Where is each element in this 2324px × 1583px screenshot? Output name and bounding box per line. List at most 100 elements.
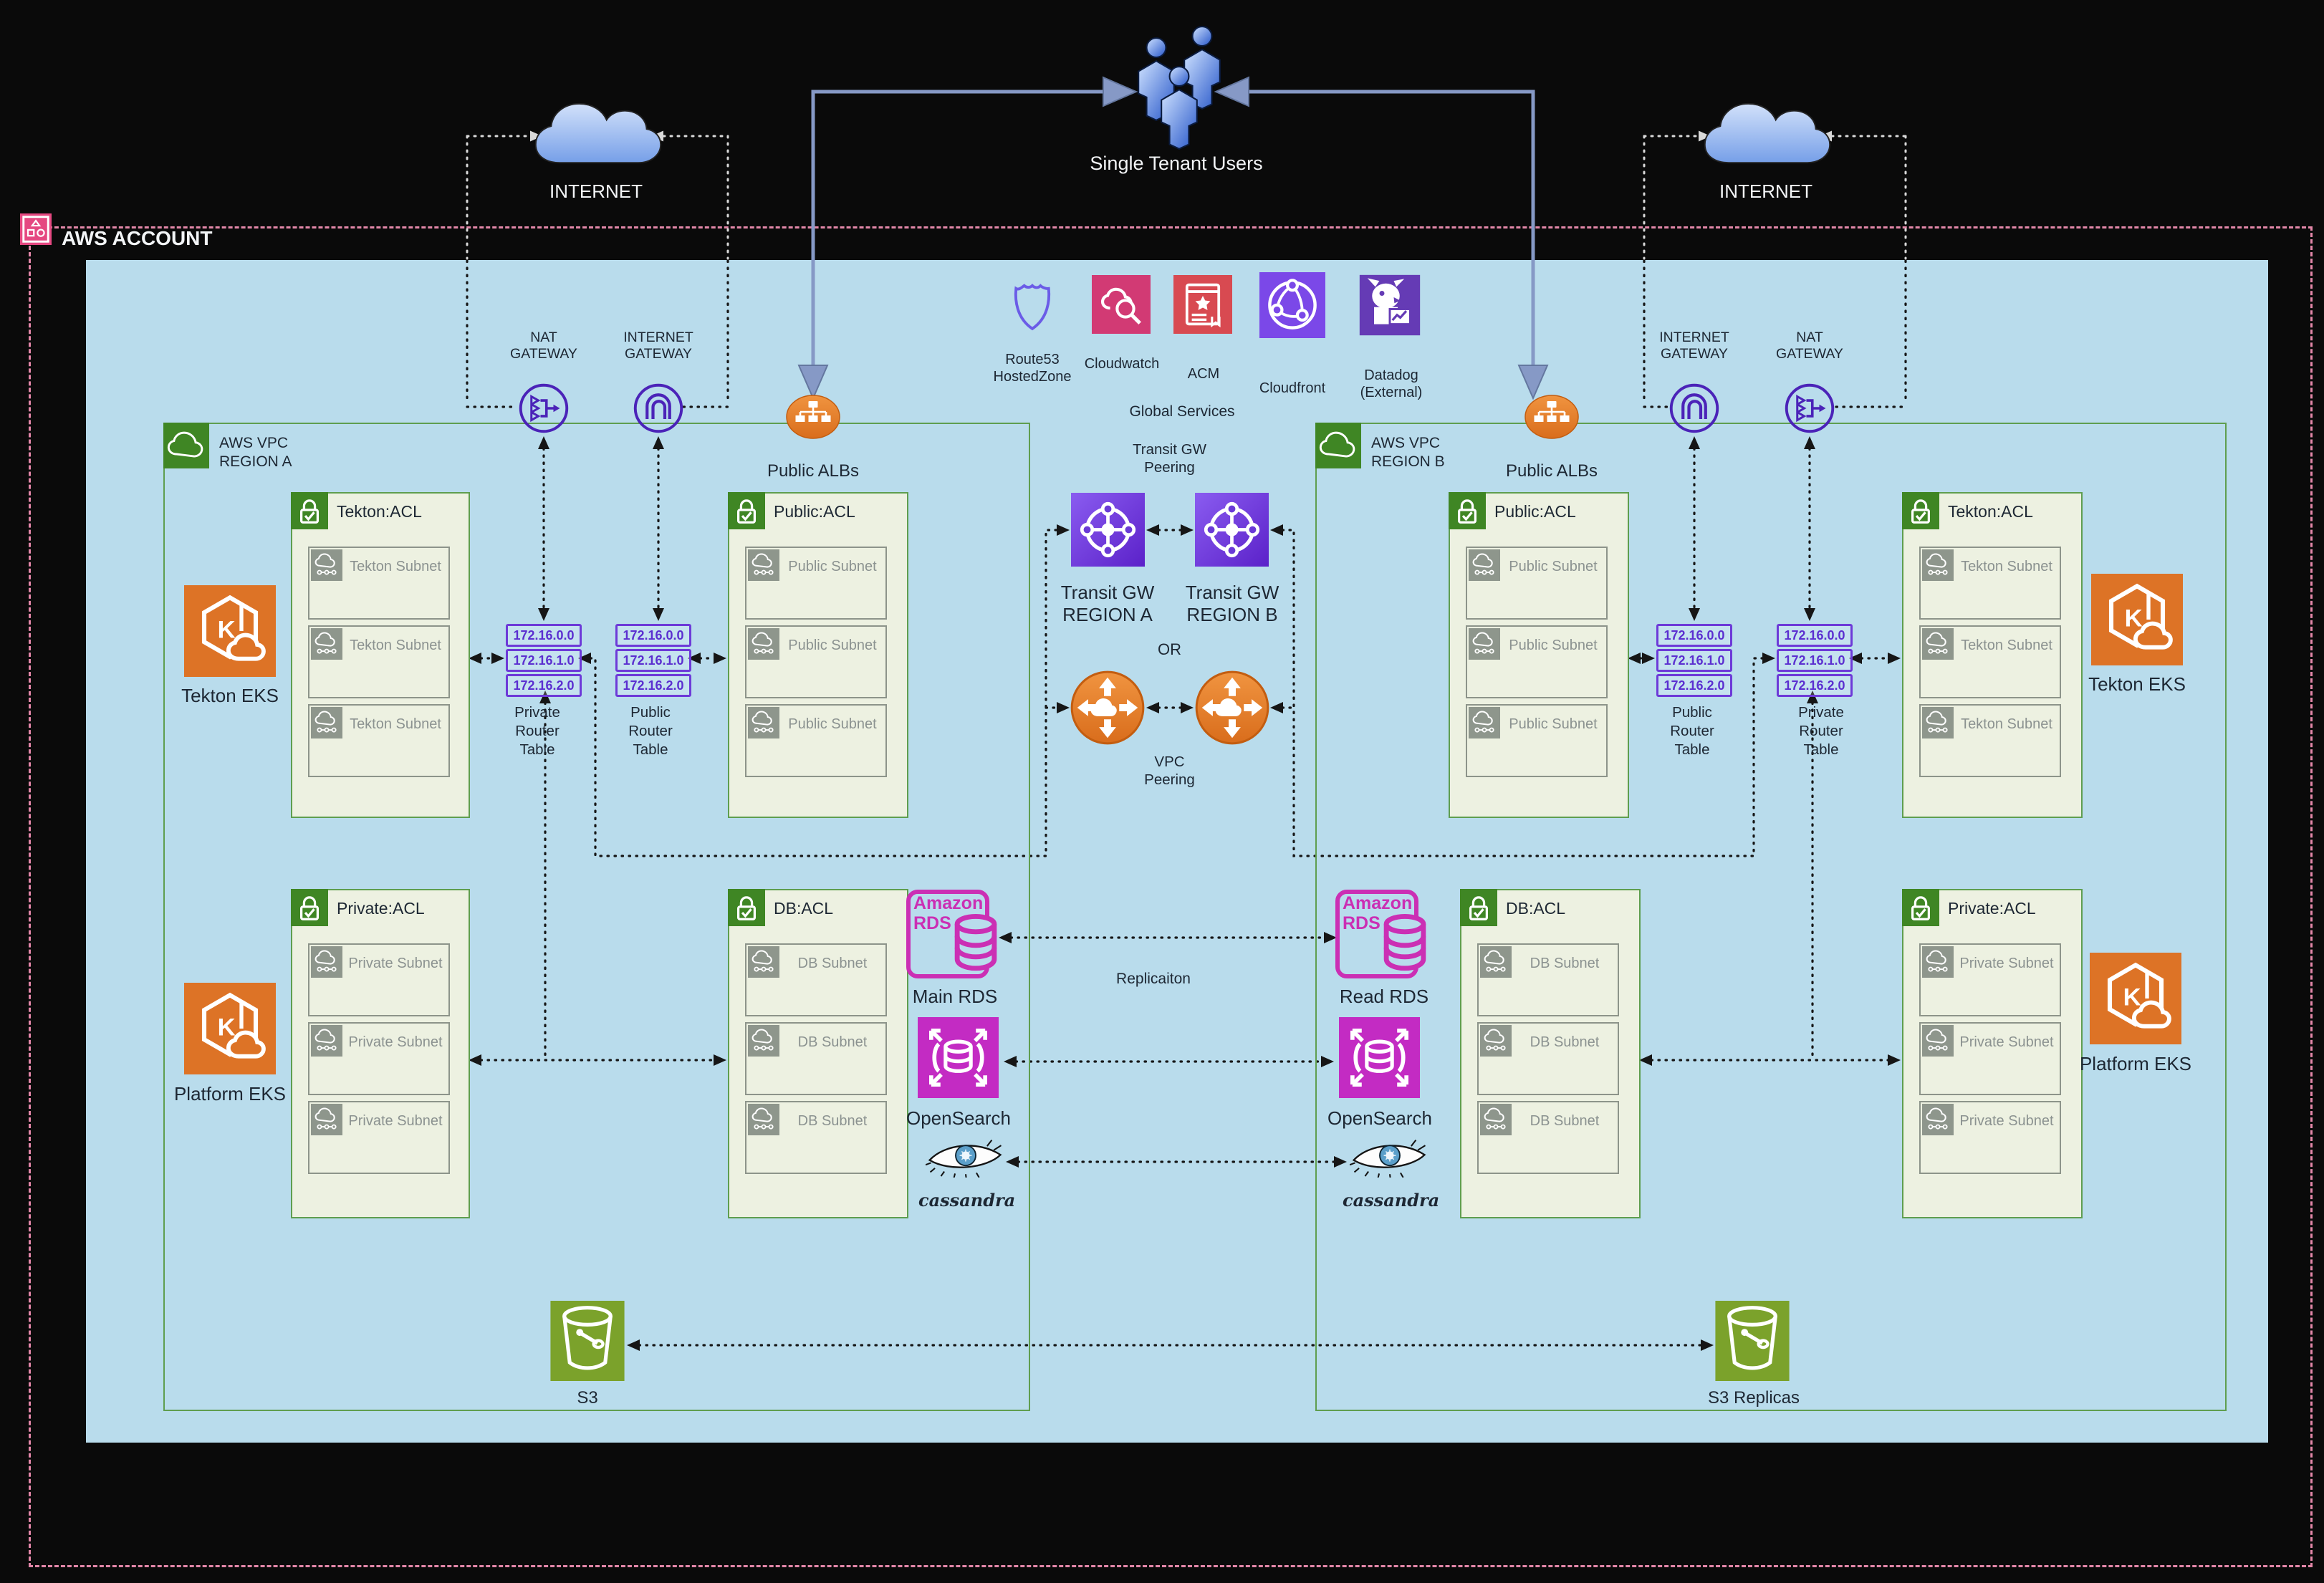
opensearch-b-label: OpenSearch — [1327, 1107, 1432, 1129]
cloudfront-icon — [1259, 272, 1325, 338]
transit-gw-a-label: Transit GW REGION A — [1060, 582, 1155, 626]
platform-eks-a-label: Platform EKS — [173, 1083, 287, 1105]
vpc-peering-b-icon — [1195, 670, 1269, 745]
subnet-icon — [311, 707, 342, 738]
acl-title: Private:ACL — [1948, 899, 2036, 918]
tekton-eks-b-icon — [2091, 574, 2183, 665]
lock-icon — [291, 889, 328, 926]
subnet-icon — [311, 628, 342, 660]
route-entry: 172.16.2.0 — [1656, 674, 1732, 697]
region-a-vpc-icon — [163, 423, 209, 468]
subnet-icon — [1480, 946, 1512, 978]
subnet-box: Private Subnet — [1919, 1101, 2061, 1174]
cassandra-a-label: cassandra — [918, 1190, 1016, 1211]
region-b-title: AWS VPC REGION B — [1371, 435, 1445, 471]
platform-eks-b-label: Platform EKS — [2079, 1053, 2192, 1074]
lock-icon — [291, 492, 328, 529]
opensearch-a-icon — [917, 1017, 999, 1098]
lock-icon — [728, 889, 765, 926]
subnet-label: Public Subnet — [788, 716, 877, 732]
subnet-box: DB Subnet — [1477, 1101, 1619, 1174]
acl-title: Tekton:ACL — [1948, 502, 2033, 521]
subnet-icon — [1480, 1025, 1512, 1057]
subnet-box: Tekton Subnet — [1919, 625, 2061, 698]
region-a-box — [163, 423, 1030, 1411]
subnet-label: DB Subnet — [797, 956, 868, 971]
acl-private-b: Private:ACL Private Subnet Private Subne… — [1902, 889, 2083, 1218]
internet-gateway-a-icon — [633, 382, 684, 434]
subnet-icon — [748, 946, 779, 978]
opensearch-a-label: OpenSearch — [906, 1107, 1011, 1129]
subnet-label: Tekton Subnet — [350, 637, 441, 653]
nat-gateway-b-icon — [1784, 382, 1835, 434]
main-rds-icon: Amazon RDS — [906, 890, 1001, 978]
subnet-label: Public Subnet — [1509, 716, 1598, 732]
subnet-box: DB Subnet — [745, 1022, 887, 1095]
internet-cloud-right-icon — [1696, 90, 1837, 178]
subnet-label: Private Subnet — [348, 1113, 443, 1129]
private-router-table-b-label: Private Router Table — [1798, 704, 1844, 758]
acl-title: DB:ACL — [774, 899, 834, 918]
public-router-table-a-label: Public Router Table — [628, 704, 673, 758]
subnet-label: Public Subnet — [788, 559, 877, 574]
lock-icon — [728, 492, 765, 529]
subnet-label: DB Subnet — [1530, 1034, 1600, 1050]
acm-label: ACM — [1187, 366, 1220, 382]
route-entry: 172.16.0.0 — [1777, 624, 1853, 647]
subnet-icon — [311, 549, 342, 581]
aws-account-panel — [86, 260, 2268, 1443]
subnet-label: Private Subnet — [1959, 1113, 2054, 1129]
subnet-icon — [1469, 549, 1500, 581]
acl-public-b: Public:ACL Public Subnet Public Subnet P… — [1449, 492, 1629, 818]
public-alb-b-icon — [1524, 395, 1579, 439]
read-rds-label: Read RDS — [1339, 986, 1429, 1007]
route-entry: 172.16.1.0 — [1656, 649, 1732, 672]
subnet-box: Private Subnet — [1919, 943, 2061, 1016]
route-entry: 172.16.0.0 — [615, 624, 691, 647]
s3-replicas-icon — [1715, 1301, 1790, 1381]
public-alb-b-label: Public ALBs — [1505, 461, 1598, 481]
subnet-box: Public Subnet — [745, 704, 887, 777]
rds-brand: Amazon RDS — [1343, 893, 1413, 933]
acl-db-a: DB:ACL DB Subnet DB Subnet DB Subnet — [728, 889, 908, 1218]
aws-account-label: AWS ACCOUNT — [62, 227, 213, 249]
subnet-icon — [1469, 707, 1500, 738]
subnet-box: Private Subnet — [308, 1101, 450, 1174]
lock-icon — [1460, 889, 1497, 926]
region-b-vpc-icon — [1315, 423, 1361, 468]
subnet-label: Tekton Subnet — [1961, 637, 2052, 653]
subnet-icon — [748, 628, 779, 660]
tekton-eks-b-label: Tekton EKS — [2088, 673, 2186, 695]
users-label: Single Tenant Users — [1090, 153, 1263, 174]
lock-icon — [1902, 492, 1939, 529]
subnet-label: Tekton Subnet — [350, 559, 441, 574]
region-b-box — [1315, 423, 2227, 1411]
lock-icon — [1902, 889, 1939, 926]
acl-title: Private:ACL — [337, 899, 425, 918]
subnet-label: Tekton Subnet — [1961, 716, 2052, 732]
route-entry: 172.16.1.0 — [1777, 649, 1853, 672]
replication-label: Replicaiton — [1116, 971, 1191, 987]
route-entry: 172.16.2.0 — [506, 674, 582, 697]
public-alb-a-icon — [786, 395, 840, 439]
cassandra-a-icon — [926, 1136, 1006, 1178]
platform-eks-a-icon — [184, 983, 276, 1074]
or-label: OR — [1158, 640, 1181, 658]
acl-tekton-a: Tekton:ACL Tekton Subnet Tekton Subnet T… — [291, 492, 470, 818]
region-a-title: AWS VPC REGION A — [219, 435, 292, 471]
subnet-label: Tekton Subnet — [1961, 559, 2052, 574]
subnet-box: Public Subnet — [1466, 704, 1608, 777]
tekton-eks-a-icon — [184, 585, 276, 677]
subnet-label: Tekton Subnet — [350, 716, 441, 732]
subnet-box: Public Subnet — [745, 547, 887, 620]
subnet-box: Public Subnet — [1466, 625, 1608, 698]
vpc-peering-label: VPC Peering — [1144, 754, 1195, 788]
subnet-box: DB Subnet — [745, 943, 887, 1016]
aws-account-icon — [20, 213, 52, 245]
subnet-box: Tekton Subnet — [308, 625, 450, 698]
subnet-label: Private Subnet — [1959, 956, 2054, 971]
cassandra-b-label: cassandra — [1343, 1190, 1440, 1211]
